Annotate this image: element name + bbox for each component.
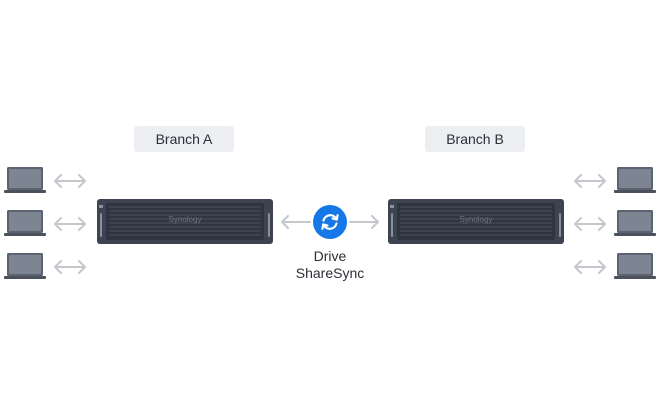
double-arrow-icon	[574, 217, 606, 231]
caption-line-2: ShareSync	[295, 265, 365, 281]
branch-a-label: Branch A	[134, 126, 234, 152]
nas-server-a	[97, 199, 273, 244]
double-arrow-icon	[54, 217, 86, 231]
nas-brand-logo: Synology	[459, 215, 493, 224]
right-arrow-icon	[349, 215, 379, 229]
laptop-icon	[4, 210, 46, 236]
laptop-icon	[614, 253, 656, 279]
nas-brand-logo: Synology	[168, 215, 202, 224]
nas-server-b	[388, 199, 564, 244]
double-arrow-icon	[54, 174, 86, 188]
double-arrow-icon	[574, 260, 606, 274]
double-arrow-icon	[574, 174, 606, 188]
laptop-icon	[4, 253, 46, 279]
caption-line-1: Drive	[313, 248, 347, 264]
laptop-icon	[614, 167, 656, 193]
double-arrow-icon	[54, 260, 86, 274]
drive-sharesync-caption: Drive ShareSync	[270, 248, 390, 282]
sync-icon	[313, 205, 347, 239]
left-arrow-icon	[281, 215, 311, 229]
branch-b-label: Branch B	[425, 126, 525, 152]
laptop-icon	[4, 167, 46, 193]
laptop-icon	[614, 210, 656, 236]
